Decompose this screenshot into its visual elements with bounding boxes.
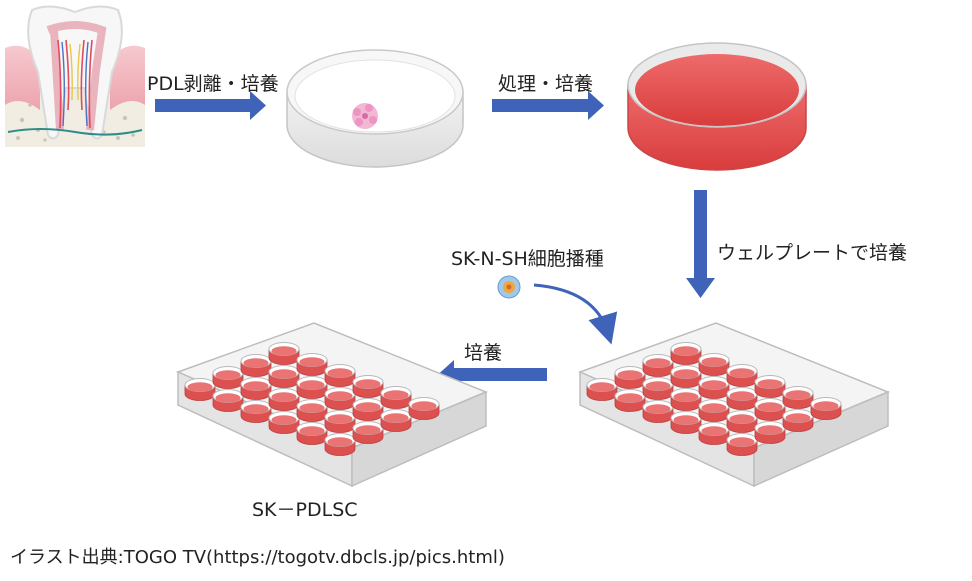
well: [268, 411, 300, 434]
well: [726, 410, 758, 433]
well: [324, 433, 356, 456]
well: [212, 389, 244, 412]
petri-dish-icon: [286, 49, 464, 168]
credit-text: イラスト出典:TOGO TV(https://togotv.dbcls.jp/p…: [10, 547, 505, 568]
well: [268, 342, 300, 365]
well: [754, 398, 786, 421]
arrow-right-1: [155, 91, 266, 120]
label-sk-pdlsc: SK－PDLSC: [252, 499, 358, 521]
well: [184, 378, 216, 401]
well: [586, 378, 618, 401]
well: [352, 398, 384, 421]
well: [296, 376, 328, 399]
tissue-icon: [352, 103, 378, 129]
well: [324, 410, 356, 433]
well: [670, 411, 702, 434]
well: [782, 386, 814, 409]
label-pdl-detach-culture: PDL剥離・培養: [147, 73, 279, 95]
well: [670, 342, 702, 365]
well: [240, 354, 272, 377]
well-plate-icon-left: [175, 322, 488, 488]
tooth-icon: [5, 5, 145, 147]
seeding-arrow: [533, 283, 618, 345]
well: [754, 375, 786, 398]
well: [380, 409, 412, 432]
well: [408, 397, 440, 420]
well: [324, 387, 356, 410]
well: [698, 353, 730, 376]
well: [642, 354, 674, 377]
well: [380, 386, 412, 409]
label-well-plate-culture: ウェルプレートで培養: [717, 242, 908, 264]
well: [614, 366, 646, 389]
arrow-right-2: [492, 91, 604, 120]
well: [240, 377, 272, 400]
well: [670, 388, 702, 411]
well: [296, 353, 328, 376]
well: [698, 376, 730, 399]
cell-icon: [497, 275, 521, 299]
well: [642, 400, 674, 423]
arrow-down: [686, 190, 715, 298]
well: [726, 433, 758, 456]
well: [642, 377, 674, 400]
well: [352, 421, 384, 444]
well: [614, 389, 646, 412]
well: [268, 388, 300, 411]
well: [240, 400, 272, 423]
well: [782, 409, 814, 432]
well: [670, 365, 702, 388]
well: [296, 399, 328, 422]
well: [212, 366, 244, 389]
well: [810, 397, 842, 420]
well: [324, 364, 356, 387]
well: [268, 365, 300, 388]
well: [698, 422, 730, 445]
well: [352, 375, 384, 398]
well: [754, 421, 786, 444]
well-plate-icon-right: [577, 322, 890, 488]
well: [698, 399, 730, 422]
label-culture: 培養: [464, 342, 503, 364]
label-sk-n-sh-seeding: SK-N-SH細胞播種: [451, 248, 604, 270]
well: [296, 422, 328, 445]
well: [726, 387, 758, 410]
label-treatment-culture: 処理・培養: [498, 73, 594, 95]
well: [726, 364, 758, 387]
petri-dish-medium-icon: [627, 42, 807, 171]
